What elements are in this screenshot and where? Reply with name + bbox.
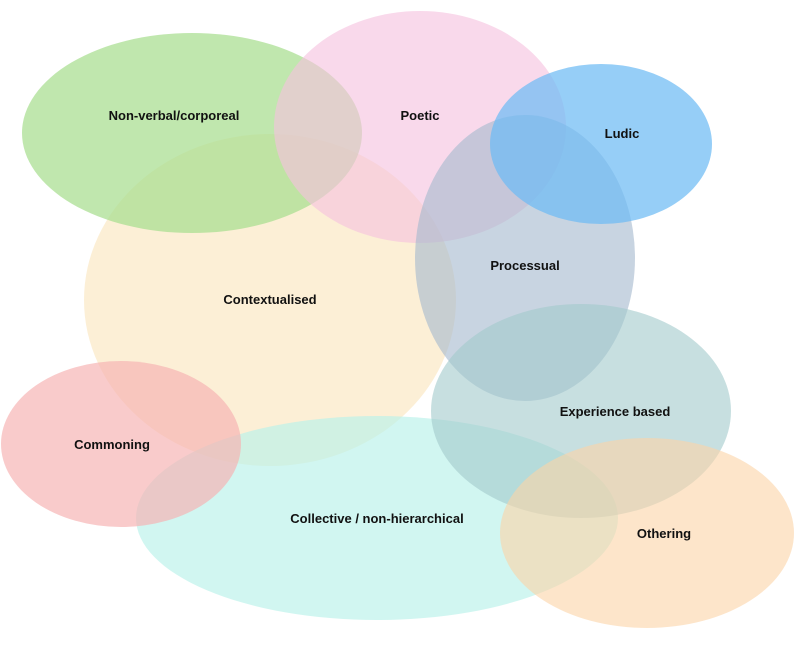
othering-ellipse (500, 438, 794, 628)
experience-label: Experience based (560, 404, 671, 419)
poetic-label: Poetic (400, 108, 439, 123)
ludic-label: Ludic (605, 126, 640, 141)
commoning-label: Commoning (74, 437, 150, 452)
ludic-ellipse (490, 64, 712, 224)
collective-label: Collective / non-hierarchical (290, 511, 463, 526)
non-verbal-ellipse (22, 33, 362, 233)
processual-label: Processual (490, 258, 559, 273)
othering-label: Othering (637, 526, 691, 541)
contextualised-label: Contextualised (223, 292, 316, 307)
non-verbal-label: Non-verbal/corporeal (109, 108, 240, 123)
commoning-ellipse (1, 361, 241, 527)
